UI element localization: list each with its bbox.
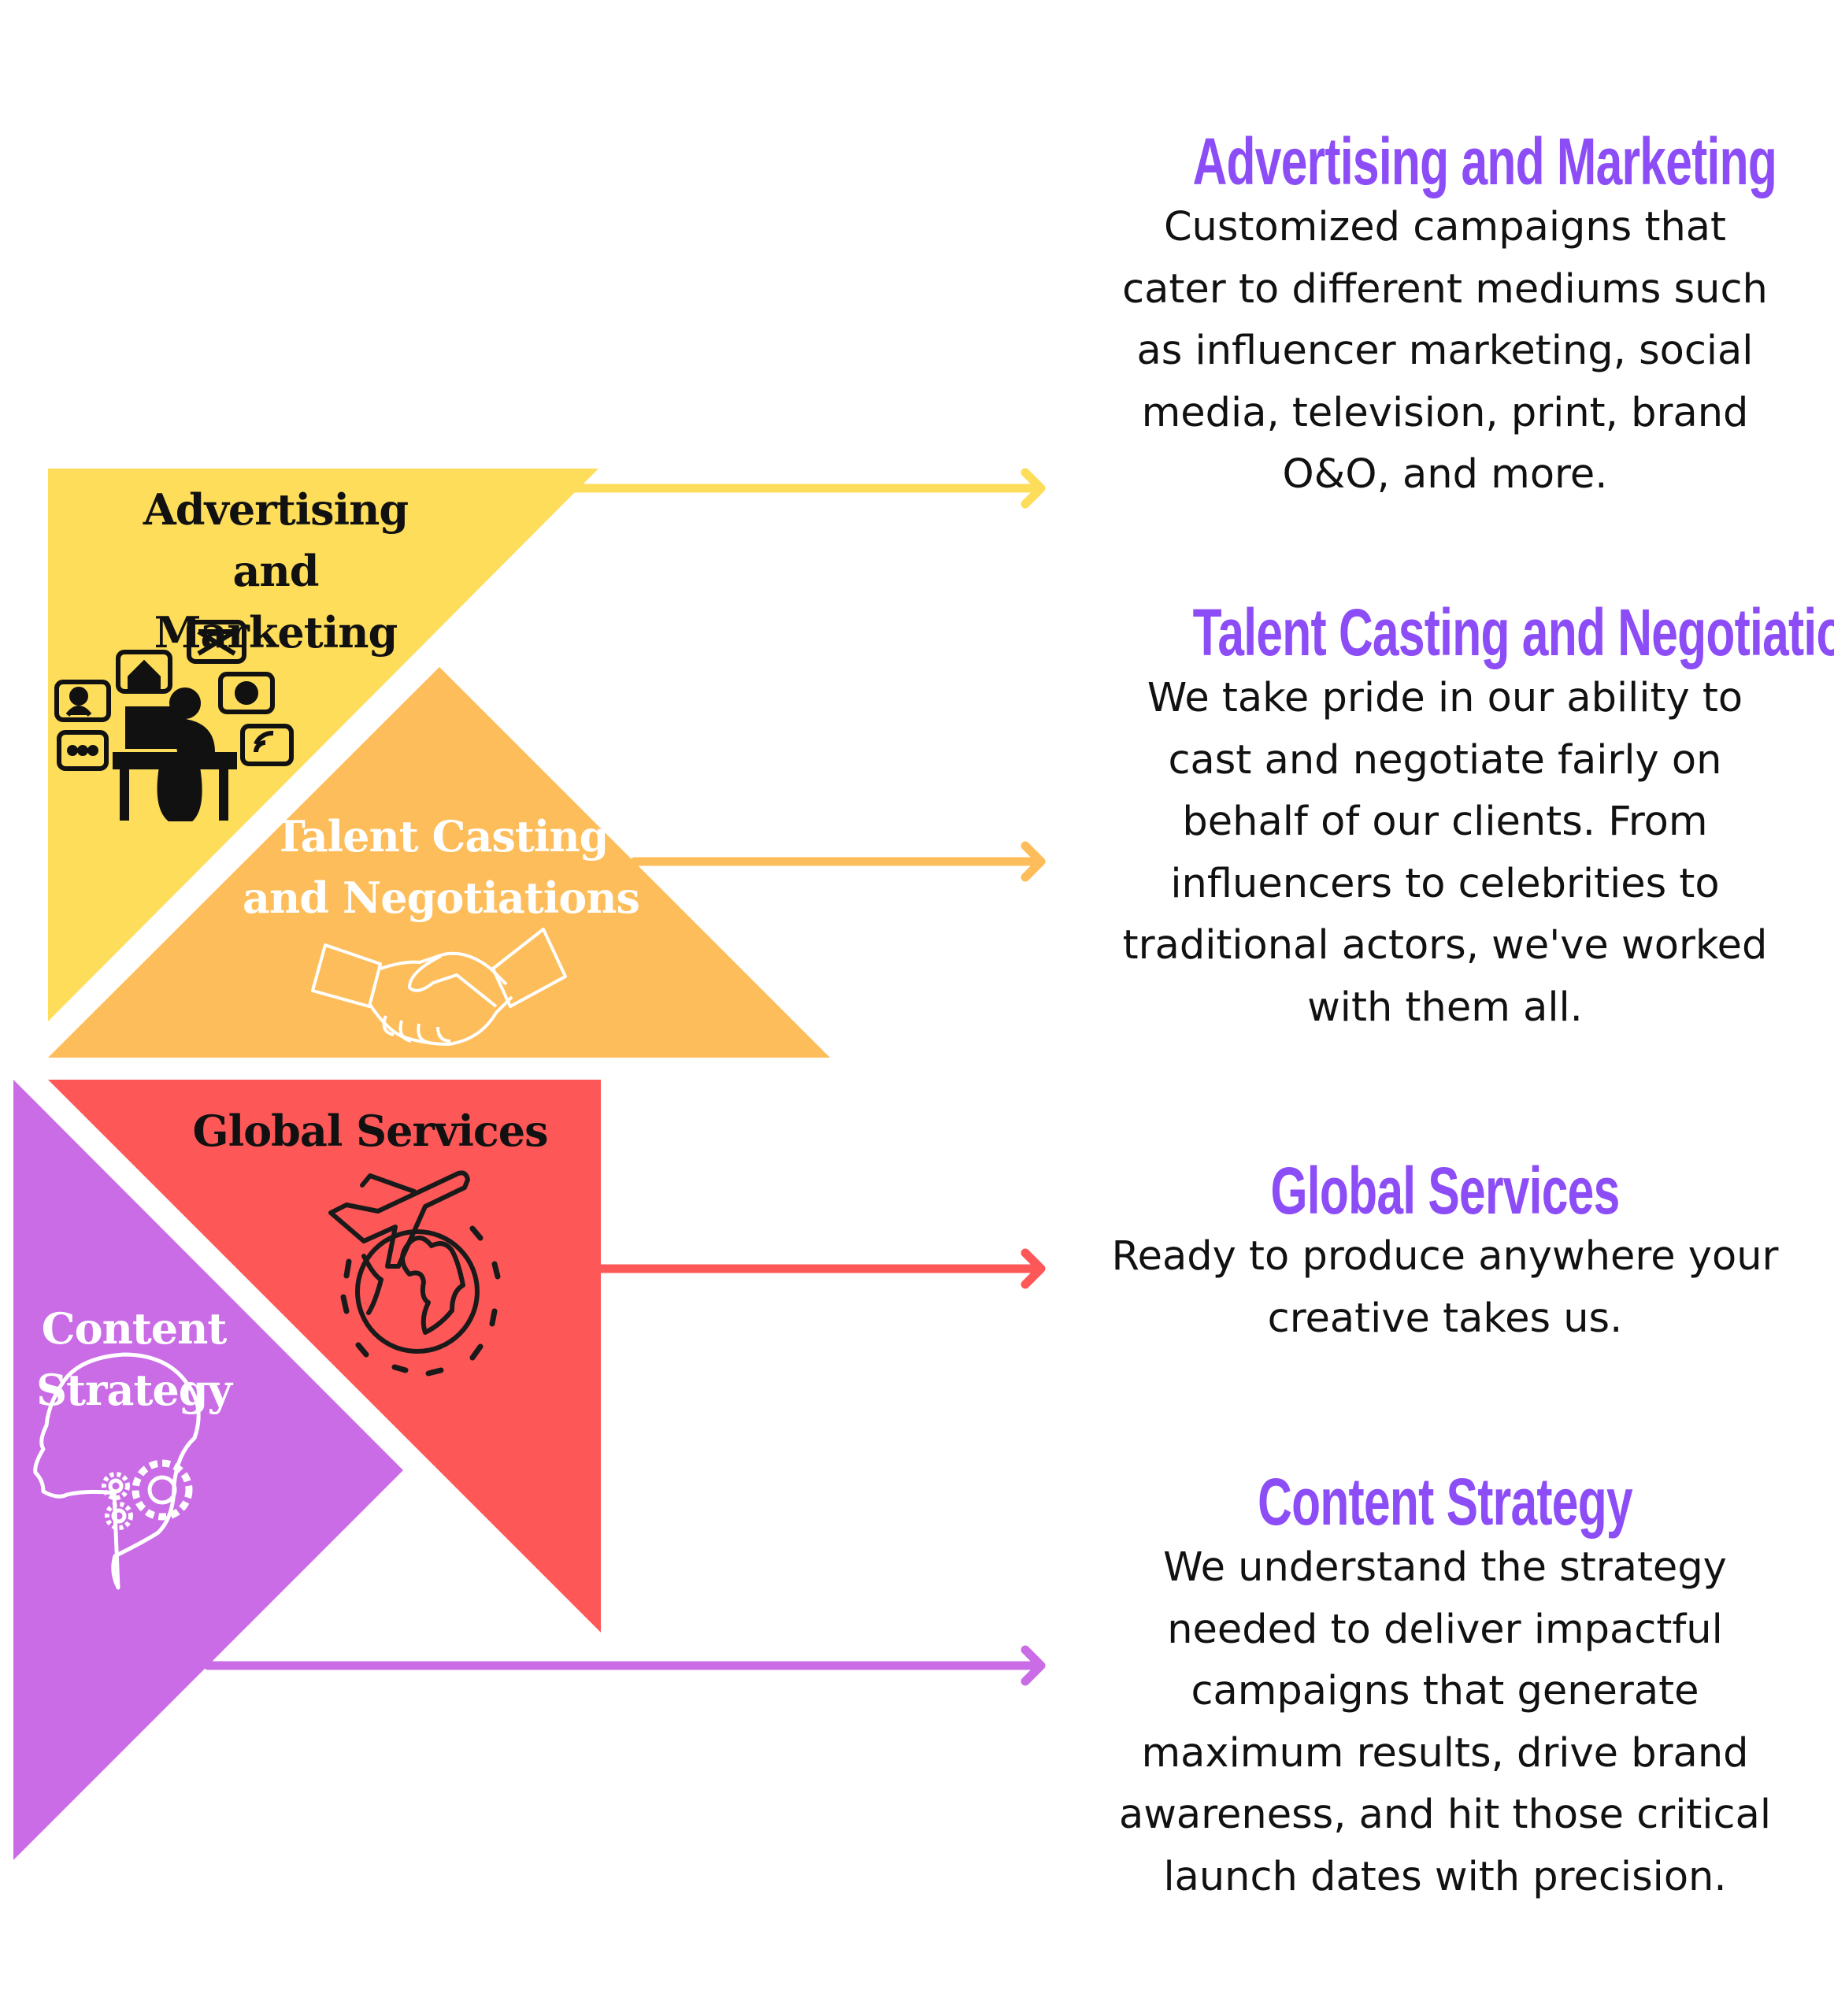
person-at-computer-social-media-icon <box>54 620 294 821</box>
advertising-label-line1: Advertising and <box>143 484 409 596</box>
global-title: Global Services <box>1270 1154 1620 1228</box>
content-triangle <box>13 1080 403 1860</box>
global-label-line1: Global Services <box>192 1106 548 1156</box>
global-triangle <box>48 1080 601 1632</box>
talent-title: Talent Casting and Negotiations <box>1192 595 1834 669</box>
talent-body: We take pride in our ability to cast and… <box>1122 675 1768 1031</box>
talent-label-line2: and Negotiations <box>243 873 640 923</box>
advertising-title: Advertising and Marketing <box>1192 124 1777 198</box>
talent-label-line1: Talent Casting <box>273 811 609 862</box>
global-arrow <box>596 1248 1046 1289</box>
global-label: Global Services <box>181 1100 559 1162</box>
advertising-arrow <box>568 468 1046 509</box>
content-label-line2: Strategy <box>36 1365 232 1415</box>
handshake-icon <box>311 928 567 1046</box>
advertising-label: Advertising and Marketing <box>94 479 457 663</box>
content-label-line1: Content <box>41 1303 228 1354</box>
content-label: Content Strategy <box>16 1298 252 1421</box>
head-gears-icon <box>33 1352 201 1590</box>
global-body: Ready to produce anywhere your creative … <box>1111 1233 1779 1342</box>
advertising-description: Advertising and Marketing Customized cam… <box>1095 126 1795 506</box>
global-description: Global Services Ready to produce anywher… <box>1095 1155 1795 1350</box>
content-body: We understand the strategy needed to del… <box>1118 1544 1772 1900</box>
talent-description: Talent Casting and Negotiations We take … <box>1095 595 1834 1039</box>
advertising-body: Customized campaigns that cater to diffe… <box>1122 204 1768 498</box>
talent-label: Talent Casting and Negotiations <box>236 806 646 928</box>
advertising-label-line2: Marketing <box>154 607 398 658</box>
airplane-globe-icon <box>328 1170 501 1377</box>
content-description: Content Strategy We understand the strat… <box>1095 1466 1795 1908</box>
talent-triangle <box>48 667 830 1058</box>
advertising-triangle <box>48 469 598 1021</box>
content-title: Content Strategy <box>1258 1465 1632 1539</box>
talent-arrow <box>630 841 1046 882</box>
content-arrow <box>203 1645 1046 1686</box>
